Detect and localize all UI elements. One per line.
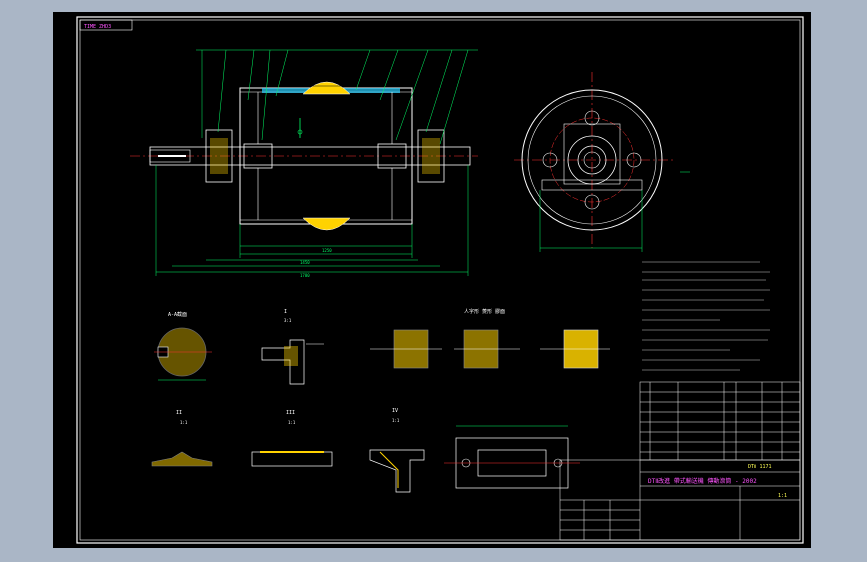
title-block-main-title: DTⅡ改進 帶式輸送機 傳動滾筒 - 2002 xyxy=(648,477,757,485)
corner-label: TIME ZHD3 xyxy=(84,24,111,30)
main-drum-section xyxy=(130,79,478,231)
detail-1-view: I 3:1 xyxy=(261,309,324,385)
end-view-dimensions xyxy=(539,171,690,252)
parts-list-table xyxy=(639,381,801,461)
dim-pitch: 1450 xyxy=(300,260,310,265)
detail-3-label: III xyxy=(286,410,295,416)
bearing-seat-view xyxy=(444,425,580,489)
technical-notes xyxy=(642,261,770,371)
detail-1-label: I xyxy=(284,309,287,315)
lagging-types-view: 人字形 菱形 膠面 xyxy=(370,308,610,369)
detail-2-scale: 1:1 xyxy=(180,420,188,425)
detail-4-view: IV 1:1 xyxy=(369,408,425,493)
sheet-outer-border xyxy=(76,16,804,544)
detail-3-view: III 1:1 xyxy=(251,410,333,467)
detail-1-scale: 3:1 xyxy=(284,318,292,323)
sheet-inner-border xyxy=(79,19,801,541)
detail-2-label: II xyxy=(176,410,182,416)
corner-label-box xyxy=(79,19,133,31)
main-dimensions xyxy=(155,165,469,276)
dim-overall-length: 1780 xyxy=(300,273,310,278)
detail-4-scale: 1:1 xyxy=(392,418,400,423)
leader-lines xyxy=(196,49,478,145)
title-block-drawing-number: DTⅡ 1171 xyxy=(748,464,772,470)
end-view-pulley xyxy=(514,72,676,248)
lagging-label: 人字形 菱形 膠面 xyxy=(464,308,505,315)
detail-3-scale: 1:1 xyxy=(288,420,296,425)
detail-4-label: IV xyxy=(392,408,398,414)
title-block xyxy=(559,459,801,541)
title-block-scale: 1:1 xyxy=(778,493,787,499)
section-a-view: A-A截面 xyxy=(154,311,212,381)
section-a-label: A-A截面 xyxy=(168,311,187,318)
dim-drum-length: 1250 xyxy=(322,248,332,253)
detail-2-view: II 1:1 xyxy=(151,410,213,467)
